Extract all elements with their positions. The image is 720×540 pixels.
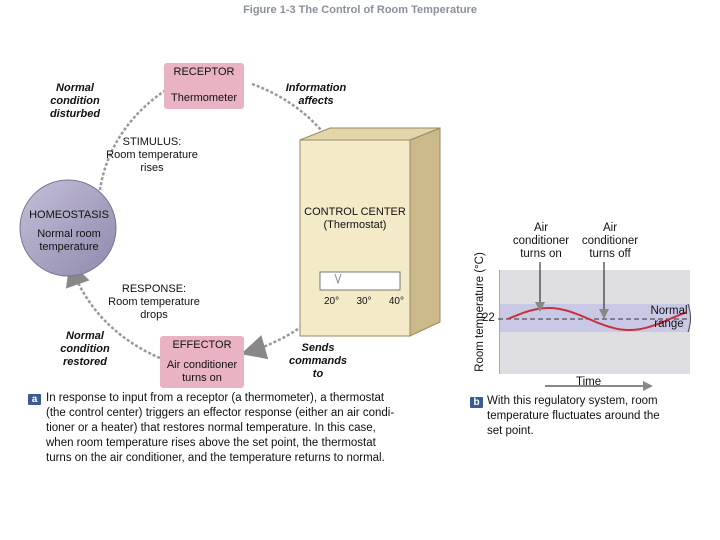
effector-heading: EFFECTOR — [172, 339, 232, 351]
homeostasis-circle — [19, 179, 117, 277]
arrow-control-to-effector — [240, 319, 311, 360]
caption-a: In response to input from a receptor (a … — [46, 392, 395, 464]
arrow-effector-to-homeostasis — [65, 260, 161, 360]
control-center-label: CONTROL CENTER(Thermostat) — [304, 206, 406, 231]
thermostat-front — [299, 139, 411, 337]
receptor-heading: RECEPTOR — [173, 66, 235, 78]
receptor-body: Thermometer — [170, 92, 238, 104]
thermostat-scale: 20°30°40° — [324, 296, 404, 307]
x-axis-label: Time — [576, 376, 602, 388]
caption-b: With this regulatory system, room temper… — [487, 395, 660, 437]
thermostat-dial — [319, 271, 401, 291]
arc-homeostasis-to-receptor — [98, 88, 167, 191]
receptor-box: RECEPTOR Thermometer — [164, 63, 244, 109]
caption-a-tag: a — [28, 394, 41, 405]
thermostat-side — [409, 127, 441, 337]
normal-range-band — [500, 304, 690, 332]
figure-title: Figure 1-3 The Control of Room Temperatu… — [243, 4, 477, 16]
y-tick-22: 22 — [482, 312, 495, 324]
caption-b-tag: b — [470, 397, 483, 408]
normal-range-bracket — [687, 303, 691, 333]
